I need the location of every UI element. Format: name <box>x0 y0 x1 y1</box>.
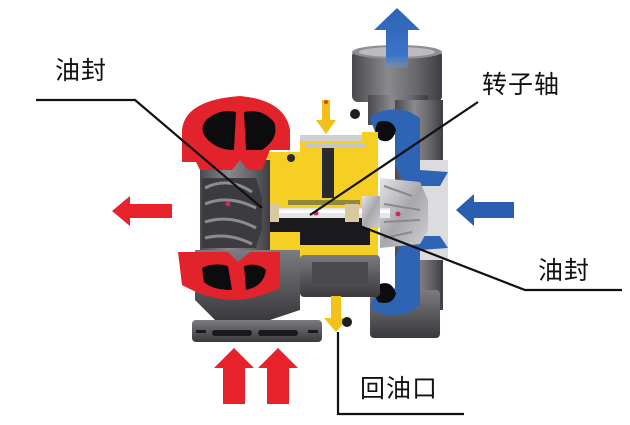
oil-in-arrow <box>316 100 336 134</box>
leader-line-rotor-shaft <box>309 101 479 216</box>
turbine-volute-bottom <box>178 252 280 300</box>
compressor-outlet-pipe <box>352 45 442 125</box>
leader-line-oil-seal-left <box>36 98 263 209</box>
label-oil-seal-left: 油封 <box>55 56 108 85</box>
leader-lines <box>36 98 622 416</box>
leader-line-oil-seal-right <box>359 224 622 292</box>
fresh-air-in-arrow <box>456 194 514 226</box>
exhaust-out-arrow <box>112 196 172 226</box>
compressor-wheel <box>380 178 428 248</box>
oil-drain-body <box>300 255 380 297</box>
oil-inlet-flange <box>300 135 362 141</box>
label-rotor-shaft: 转子轴 <box>482 70 561 99</box>
label-oil-return: 回油口 <box>360 374 439 403</box>
label-oil-seal-right: 油封 <box>538 256 591 285</box>
bolts <box>287 109 360 327</box>
exhaust-in-arrow-2 <box>258 348 298 404</box>
leader-line-oil-return <box>336 332 464 416</box>
exhaust-in-arrow-1 <box>214 348 254 404</box>
compressed-air-out-arrow <box>374 8 420 68</box>
turbine-volute-top <box>182 96 290 170</box>
oil-out-arrow <box>324 296 348 332</box>
turbine-wheel <box>202 178 262 248</box>
